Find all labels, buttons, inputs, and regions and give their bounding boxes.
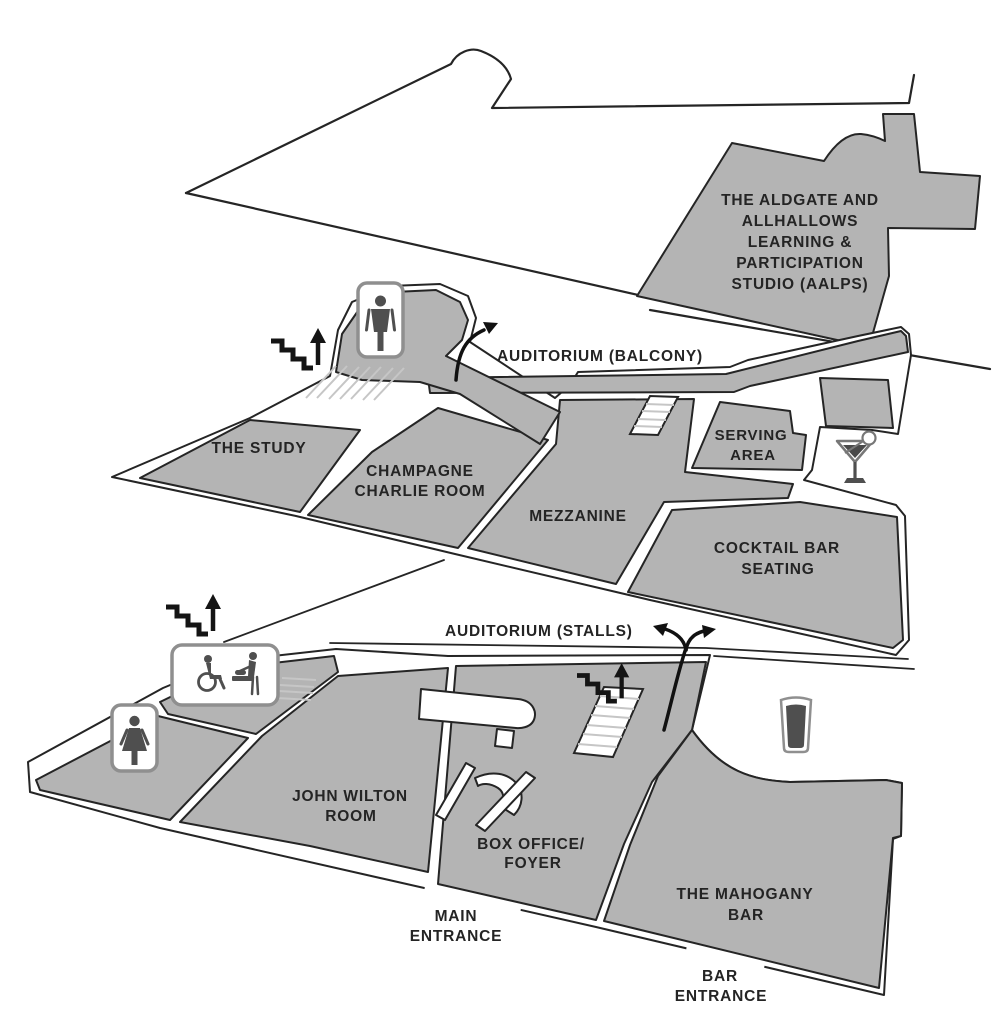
label-mahogany-1: THE MAHOGANY xyxy=(676,886,813,903)
label-aalps-4: PARTICIPATION xyxy=(736,255,864,272)
label-auditorium-balcony: AUDITORIUM (BALCONY) xyxy=(497,348,703,365)
label-mahogany-2: BAR xyxy=(728,907,764,924)
room-serving-area xyxy=(691,401,807,471)
stalls-void-line-left xyxy=(223,559,445,643)
stairs-up-icon xyxy=(271,328,326,368)
label-bar-entrance-1: BAR xyxy=(702,968,738,985)
label-aalps-1: THE ALDGATE AND xyxy=(721,192,879,209)
label-serving-2: AREA xyxy=(730,447,776,464)
label-champagne-1: CHAMPAGNE xyxy=(366,463,474,480)
label-john-wilton-2: ROOM xyxy=(325,808,376,825)
accessible-baby-change-sign xyxy=(170,643,280,707)
label-john-wilton-1: JOHN WILTON xyxy=(292,788,408,805)
roof-outline xyxy=(184,48,916,195)
stairs-up-icon xyxy=(166,594,221,634)
label-bar-entrance-2: ENTRANCE xyxy=(675,988,768,1005)
foyer-step-cutout xyxy=(494,728,515,749)
balcony-stairs-hatch-2 xyxy=(628,394,680,437)
beer-glass-icon xyxy=(779,696,813,754)
label-the-study: THE STUDY xyxy=(211,440,306,457)
room-cocktail-bar-seating xyxy=(627,501,904,649)
label-aalps-2: ALLHALLOWS xyxy=(742,213,858,230)
label-champagne-2: CHARLIE ROOM xyxy=(354,483,485,500)
ground-stairs-hatch xyxy=(572,685,645,759)
label-main-entrance-1: MAIN xyxy=(435,908,478,925)
room-john-wilton xyxy=(179,667,449,873)
label-cocktail-2: SEATING xyxy=(741,561,814,578)
balcony-corridor xyxy=(427,330,909,394)
fork-arrow-icon xyxy=(653,623,716,732)
stalls-void-line-right xyxy=(713,655,915,670)
female-toilet-icon xyxy=(110,703,159,773)
label-serving-1: SERVING xyxy=(715,427,788,444)
room-mezzanine xyxy=(467,398,794,585)
label-aalps-5: STUDIO (AALPS) xyxy=(732,276,869,293)
foyer-wall-gap-2 xyxy=(475,771,536,832)
label-main-entrance-2: ENTRANCE xyxy=(410,928,503,945)
foyer-overhang-cutout xyxy=(418,688,537,730)
balcony-level: AUDITORIUM (BALCONY) THE STUDY CHAMPAGNE… xyxy=(111,281,912,656)
roof-bottom-edge-2 xyxy=(648,308,992,371)
stalls-void-line-top xyxy=(329,642,909,660)
room-aalps-studio xyxy=(636,113,981,348)
label-mezzanine: MEZZANINE xyxy=(529,508,627,525)
room-the-study xyxy=(139,419,361,513)
upper-level: THE ALDGATE AND ALLHALLOWS LEARNING & PA… xyxy=(184,48,992,371)
main-entrance-gap xyxy=(422,880,522,926)
balcony-stairs-hatch xyxy=(305,365,405,401)
accessible-toilet-icon xyxy=(197,655,226,692)
curved-arrow-icon xyxy=(454,322,498,382)
room-champagne-charlie xyxy=(307,407,549,549)
room-mahogany-bar xyxy=(603,729,903,989)
label-aalps-3: LEARNING & xyxy=(748,234,852,251)
male-toilet-icon xyxy=(356,281,405,359)
label-auditorium-stalls: AUDITORIUM (STALLS) xyxy=(445,623,633,640)
ground-level: AUDITORIUM (STALLS) JOHN WILTON ROOM BOX… xyxy=(27,559,915,1005)
label-box-office-2: FOYER xyxy=(504,855,561,872)
bar-entrance-gap xyxy=(683,940,766,984)
toilet-stairs-hatch xyxy=(276,677,317,701)
foyer-wall-gap-1 xyxy=(435,762,476,821)
serving-annex xyxy=(819,377,894,429)
cocktail-glass-icon xyxy=(835,430,877,483)
baby-change-icon xyxy=(232,652,260,696)
label-box-office-1: BOX OFFICE/ xyxy=(477,836,585,853)
label-cocktail-1: COCKTAIL BAR xyxy=(714,540,840,557)
